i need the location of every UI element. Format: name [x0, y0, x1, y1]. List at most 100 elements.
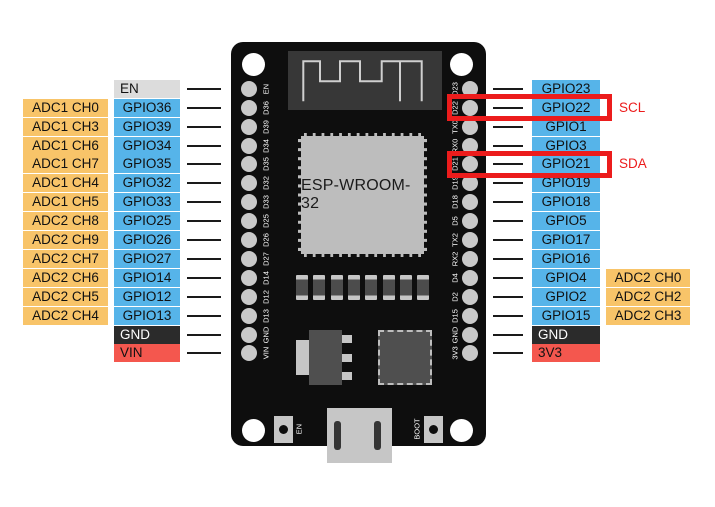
pin-label: GPIO12 [114, 287, 180, 306]
adc-function-label: ADC2 CH7 [23, 249, 108, 268]
pin-label: GPIO3 [532, 136, 600, 155]
silkscreen-label: D2 [450, 291, 460, 302]
pin-hole [462, 80, 478, 97]
pin-hole [241, 288, 257, 305]
silkscreen-label: D39 [261, 119, 271, 134]
pin-wire [187, 220, 221, 223]
adc-function-label: ADC1 CH6 [23, 136, 108, 155]
pin-wire [187, 352, 221, 355]
pin-hole [462, 118, 478, 135]
highlight-box [447, 150, 612, 178]
pin-hole [241, 156, 257, 173]
adc-function-label: ADC1 CH0 [23, 98, 108, 117]
pin-wire [187, 314, 221, 317]
pin-wire [493, 333, 523, 336]
capacitor [417, 275, 430, 300]
adc-function-label: ADC1 CH4 [23, 174, 108, 193]
capacitor [399, 275, 412, 300]
pin-wire [493, 352, 523, 355]
pin-label: GPIO13 [114, 306, 180, 325]
pin-label: GND [532, 325, 600, 344]
highlight-box [447, 94, 612, 122]
capacitor [313, 275, 326, 300]
silkscreen-label: D19 [450, 176, 460, 191]
pin-hole [241, 269, 257, 286]
annotation-label: SDA [619, 156, 647, 172]
pin-wire [187, 144, 221, 147]
pin-wire [493, 239, 523, 241]
pin-wire [493, 220, 523, 223]
usb-slot [334, 421, 341, 450]
pin-label: GPIO17 [532, 231, 600, 249]
mounting-hole-top-right [449, 52, 473, 76]
pin-wire [493, 295, 523, 298]
pin-hole [462, 213, 478, 230]
pin-hole [462, 156, 478, 173]
silkscreen-label: D27 [261, 252, 271, 266]
adc-function-label: ADC2 CH8 [23, 212, 108, 231]
antenna-trace-icon [302, 60, 423, 102]
pin-hole [241, 213, 257, 230]
pin-hole [462, 194, 478, 211]
pin-label: GPIO5 [532, 212, 600, 231]
pin-wire [493, 276, 523, 279]
pin-wire [187, 239, 221, 241]
silkscreen-label: D26 [261, 233, 271, 247]
mounting-hole-bottom-left [241, 418, 265, 442]
capacitor [347, 275, 360, 300]
regulator-tab [296, 340, 309, 375]
pin-label: VIN [114, 344, 180, 363]
pin-hole [241, 345, 257, 362]
silkscreen-label: D36 [261, 100, 271, 115]
pin-wire [187, 163, 221, 166]
silkscreen-label: D25 [261, 214, 271, 228]
adc-function-label: ADC2 CH6 [23, 268, 108, 287]
mounting-hole-bottom-right [449, 418, 473, 442]
esp-wroom-32-module: ESP-WROOM-32 [298, 133, 427, 257]
pin-hole [241, 326, 257, 343]
pin-label: GPIO27 [114, 249, 180, 268]
adc-function-label: ADC1 CH5 [23, 193, 108, 212]
silkscreen-label: D15 [450, 308, 460, 323]
pin-wire [187, 106, 221, 109]
adc-function-label: ADC1 CH3 [23, 117, 108, 136]
adc-function-label: ADC2 CH2 [606, 287, 690, 306]
usb-uart-chip [378, 330, 432, 385]
pin-hole [241, 307, 257, 324]
pin-wire [187, 276, 221, 279]
silkscreen-label: D5 [450, 216, 460, 226]
pin-wire [187, 201, 221, 204]
silkscreen-label: TX2 [450, 233, 460, 247]
pin-wire [493, 163, 523, 166]
capacitor [330, 275, 343, 300]
pin-hole [241, 118, 257, 135]
adc-function-label: ADC2 CH3 [606, 306, 690, 325]
pin-label: GPIO33 [114, 193, 180, 212]
module-label: ESP-WROOM-32 [301, 177, 411, 212]
pin-label: GPIO26 [114, 231, 180, 249]
adc-function-label: ADC2 CH4 [23, 306, 108, 325]
silkscreen-label: D35 [261, 157, 271, 172]
pin-label: GPIO14 [114, 268, 180, 287]
pin-label: GPIO19 [532, 174, 600, 193]
adc-function-label: ADC2 CH0 [606, 268, 690, 287]
pin-wire [493, 87, 523, 90]
capacitor [296, 275, 308, 300]
pin-label: GPIO39 [114, 117, 180, 136]
usb-slot [374, 421, 381, 450]
pin-hole [462, 288, 478, 305]
pin-hole [241, 232, 257, 248]
pin-label: GPIO15 [532, 306, 600, 325]
pin-label: GPIO25 [114, 212, 180, 231]
adc-function-label: ADC2 CH5 [23, 287, 108, 306]
pin-label: GPIO16 [532, 249, 600, 268]
pin-label: GND [114, 325, 180, 344]
adc-function-label: ADC1 CH7 [23, 155, 108, 174]
pin-hole [462, 250, 478, 267]
pin-label: GPIO35 [114, 155, 180, 174]
regulator-leg [342, 354, 352, 362]
pin-wire [187, 295, 221, 298]
boot-button-label: BOOT [412, 418, 422, 440]
silkscreen-label: D32 [261, 176, 271, 191]
